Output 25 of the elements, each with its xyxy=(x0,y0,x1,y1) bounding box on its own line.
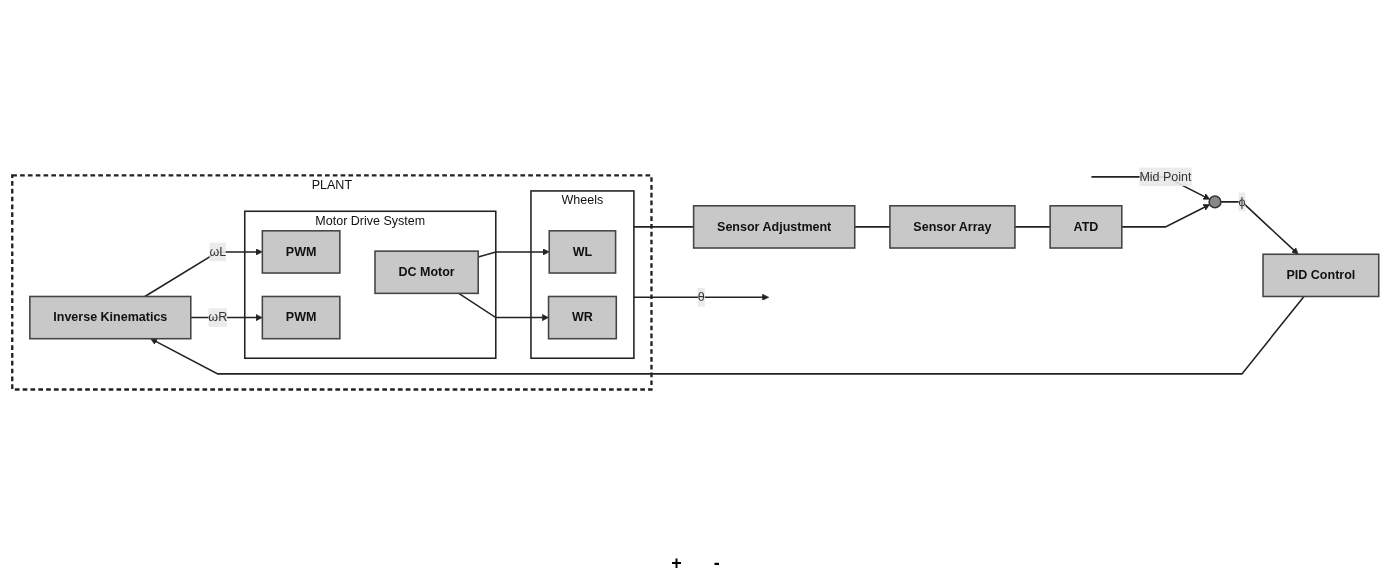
node-box: Sensor Array xyxy=(889,205,1016,249)
edge-label: Mid Point xyxy=(1139,169,1192,184)
arrow xyxy=(458,292,549,322)
node-box: PID Control xyxy=(1262,253,1380,298)
connector xyxy=(1014,226,1051,228)
sign-label: - xyxy=(712,552,721,575)
arrow xyxy=(1220,201,1299,255)
arrow xyxy=(144,248,263,298)
node-box: PWM xyxy=(261,295,341,340)
edge-label: ωR xyxy=(208,310,228,324)
node-box: DC Motor xyxy=(374,250,479,295)
edge-label: θ xyxy=(697,290,705,304)
node-circle xyxy=(1208,195,1222,209)
node-box: WL xyxy=(548,230,617,274)
edge-label: ωL xyxy=(209,244,227,259)
arrow xyxy=(150,295,1305,375)
node-box: PWM xyxy=(261,230,341,274)
edge-label: ϕ xyxy=(1238,194,1246,209)
arrow xyxy=(633,293,769,301)
sign-label: + xyxy=(670,552,683,575)
node-box: Sensor Adjustment xyxy=(692,205,856,249)
node-box: ATD xyxy=(1049,205,1123,249)
node-box: WR xyxy=(547,295,618,340)
node-box: Inverse Kinematics xyxy=(29,295,192,340)
arrow xyxy=(1121,204,1211,228)
